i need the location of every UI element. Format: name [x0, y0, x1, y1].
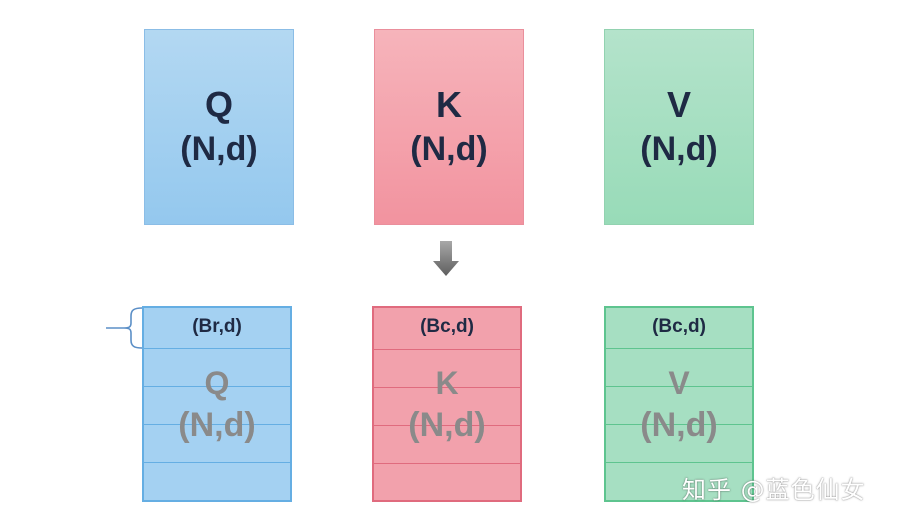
matrix-q-name: Q — [204, 84, 233, 125]
arrow-down-icon — [433, 241, 459, 276]
block-divider — [144, 386, 290, 387]
left-brace-icon — [106, 307, 143, 349]
matrix-k-name: K — [436, 84, 462, 125]
tiled-matrix-k: (Bc,d) K (N,d) — [372, 306, 522, 502]
block-divider — [606, 386, 752, 387]
tiled-matrix-q: (Br,d) Q (N,d) — [142, 306, 292, 502]
block-divider — [374, 463, 520, 464]
matrix-v-shape: (N,d) — [640, 130, 718, 168]
block-divider — [144, 348, 290, 349]
matrix-v-name: V — [666, 84, 691, 125]
block-size-label-v: (Bc,d) — [652, 316, 706, 337]
matrix-k-shape: (N,d) — [410, 130, 488, 168]
faded-name-q: Q — [204, 365, 230, 401]
faded-matrix-label-k: K (N,d) — [374, 364, 520, 448]
block-divider — [144, 462, 290, 463]
block-divider — [374, 425, 520, 426]
matrix-q: Q (N,d) — [144, 29, 294, 225]
block-divider — [606, 424, 752, 425]
faded-shape-v: (N,d) — [640, 406, 718, 444]
block-divider — [606, 462, 752, 463]
block-size-label-q: (Br,d) — [192, 316, 242, 337]
faded-shape-k: (N,d) — [408, 406, 486, 444]
block-size-label-k: (Bc,d) — [420, 316, 474, 337]
matrix-k: K (N,d) — [374, 29, 524, 225]
block-divider — [144, 424, 290, 425]
block-divider — [374, 387, 520, 388]
faded-name-v: V — [668, 365, 690, 401]
block-divider — [606, 348, 752, 349]
watermark: 知乎 @蓝色仙女 — [682, 476, 866, 504]
faded-matrix-label-q: Q (N,d) — [144, 364, 290, 448]
faded-shape-q: (N,d) — [178, 406, 256, 444]
faded-matrix-label-v: V (N,d) — [606, 364, 752, 448]
faded-name-k: K — [435, 365, 459, 401]
matrix-q-shape: (N,d) — [180, 130, 258, 168]
block-divider — [374, 349, 520, 350]
tiled-matrix-v: (Bc,d) V (N,d) — [604, 306, 754, 502]
matrix-v: V (N,d) — [604, 29, 754, 225]
